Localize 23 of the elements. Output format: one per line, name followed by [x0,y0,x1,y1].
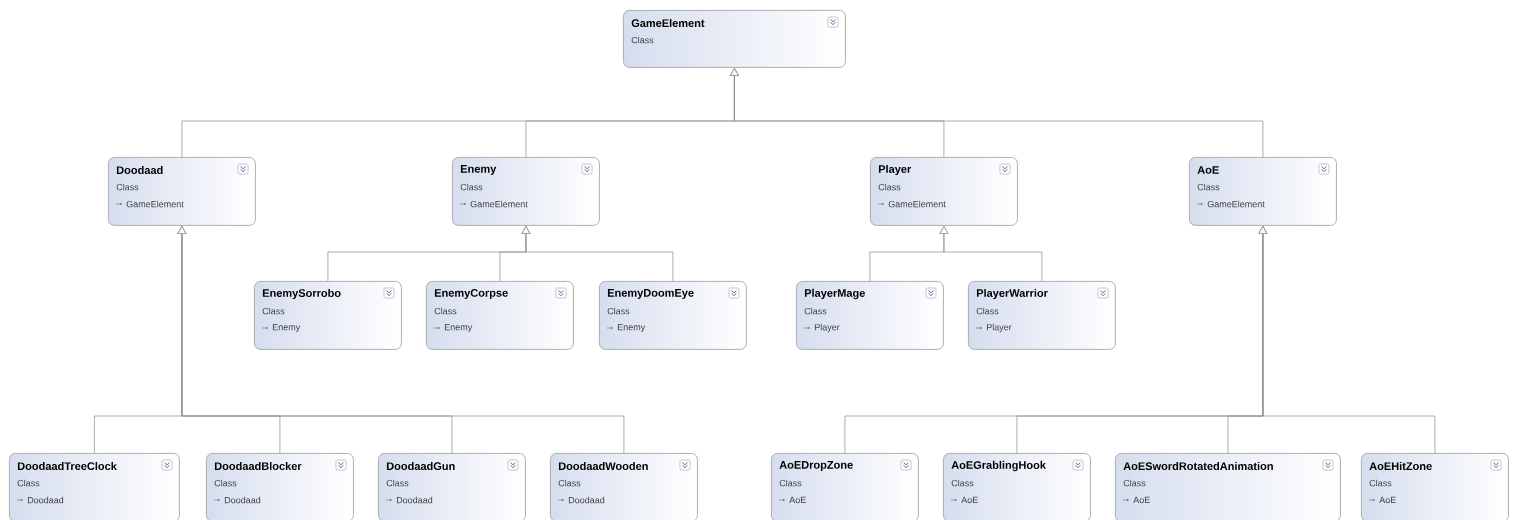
class-box: Enemy Class GameElement [452,157,600,226]
class-box: DoodaadTreeClock Class Doodaad [9,453,180,520]
class-box: EnemySorrobo Class Enemy [254,281,402,350]
class-box: EnemyCorpse Class Enemy [426,281,574,350]
class-box: DoodaadGun Class Doodaad [378,453,526,520]
inheritance-arrow [521,226,674,282]
class-box: GameElement Class [623,10,846,68]
inheritance-arrow [1258,226,1436,454]
class-box: Player Class GameElement [870,157,1018,226]
class-box: PlayerWarrior Class Player [968,281,1116,350]
class-box: DoodaadWooden Class Doodaad [550,453,698,520]
class-box: AoESwordRotatedAnimation Class AoE [1115,453,1341,520]
class-box: Doodaad Class GameElement [108,157,256,226]
class-box: PlayerMage Class Player [796,281,944,350]
class-box: AoEGrablingHook Class AoE [943,453,1091,520]
inheritance-arrow [939,226,1043,282]
class-box: AoE Class GameElement [1189,157,1337,226]
class-box: AoEDropZone Class AoE [771,453,919,520]
class-box: DoodaadBlocker Class Doodaad [206,453,354,520]
inheritance-arrow [730,68,1264,158]
inheritance-arrow [177,226,625,454]
class-box: EnemyDoomEye Class Enemy [599,281,747,350]
class-box: AoEHitZone Class AoE [1361,453,1509,520]
